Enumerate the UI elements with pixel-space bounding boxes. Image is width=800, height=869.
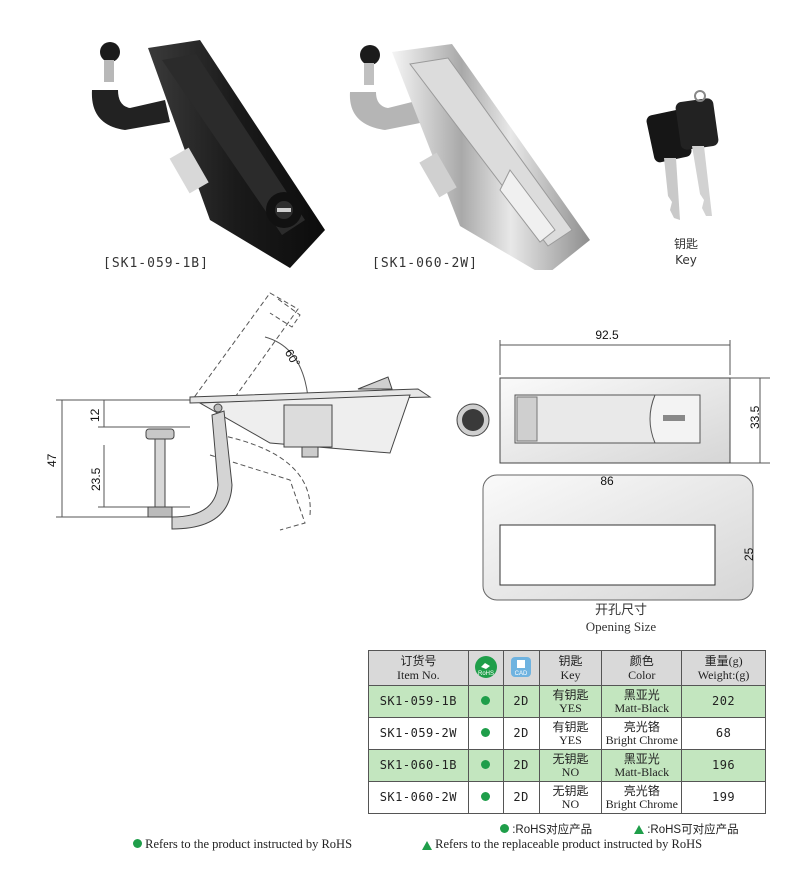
dim-width: 33.5 xyxy=(748,405,762,429)
replaceable-triangle-icon xyxy=(422,840,432,850)
rohs-dot-icon xyxy=(481,696,491,705)
dim-lower: 23.5 xyxy=(89,467,103,491)
chrome-latch-image xyxy=(349,44,590,270)
footer-rohs-note: Refers to the product instructed by RoHS xyxy=(133,837,352,852)
cell-cad: 2D xyxy=(502,717,540,750)
dim-total-height: 47 xyxy=(45,453,59,467)
cell-rohs xyxy=(467,685,504,718)
header-weight: 重量(g) Weight:(g) xyxy=(681,650,766,686)
header-color: 颜色 Color xyxy=(601,650,683,686)
opening-size-en: Opening Size xyxy=(585,619,657,634)
black-latch-image xyxy=(91,40,325,268)
spec-table: 订货号 Item No. RoHS CAD 钥匙 Key 颜色 Color xyxy=(368,650,766,814)
cell-cad: 2D xyxy=(502,685,540,718)
cell-weight: 68 xyxy=(681,717,766,750)
cell-rohs xyxy=(467,781,504,814)
cell-weight: 196 xyxy=(681,749,766,782)
cutout-width: 25 xyxy=(742,547,756,561)
side-view-drawing: 60° 47 12 23.5 xyxy=(45,292,432,531)
header-key: 钥匙 Key xyxy=(538,650,603,686)
legend-rohs: :RoHS对应产品 xyxy=(500,821,592,837)
cell-rohs xyxy=(467,749,504,782)
rohs-dot-icon xyxy=(133,839,142,848)
cell-item: SK1-060-1B xyxy=(368,749,469,782)
header-cad: CAD xyxy=(502,650,540,686)
rohs-dot-icon xyxy=(481,728,491,737)
rohs-dot-icon xyxy=(500,824,509,833)
rohs-dot-icon xyxy=(481,792,491,801)
cell-weight: 202 xyxy=(681,685,766,718)
rohs-dot-icon xyxy=(481,760,491,769)
top-view-drawing: 92.5 33.5 86 25 xyxy=(456,328,770,601)
cutout-length: 86 xyxy=(600,474,614,488)
svg-text:CAD: CAD xyxy=(515,671,528,677)
table-header-row: 订货号 Item No. RoHS CAD 钥匙 Key 颜色 Color xyxy=(368,650,766,686)
cell-cad: 2D xyxy=(502,781,540,814)
svg-text:RoHS: RoHS xyxy=(478,671,494,677)
opening-size-cn: 开孔尺寸 xyxy=(594,603,647,618)
header-item: 订货号 Item No. xyxy=(368,650,469,686)
cad-icon: CAD xyxy=(511,656,532,677)
cell-item: SK1-059-2W xyxy=(368,717,469,750)
cell-weight: 199 xyxy=(681,781,766,814)
footer-replaceable-note: Refers to the replaceable product instru… xyxy=(422,837,702,852)
replaceable-triangle-icon xyxy=(634,825,644,835)
header-rohs: RoHS xyxy=(467,650,504,686)
legend-replaceable: :RoHS可对应产品 xyxy=(634,821,739,837)
dim-top: 12 xyxy=(88,408,102,422)
black-latch-caption: [SK1-059-1B] xyxy=(103,256,209,271)
key-image xyxy=(646,90,719,220)
cell-item: SK1-060-2W xyxy=(368,781,469,814)
cell-cad: 2D xyxy=(502,749,540,782)
cell-item: SK1-059-1B xyxy=(368,685,469,718)
key-caption-cn: 钥匙 xyxy=(673,237,698,251)
cell-rohs xyxy=(467,717,504,750)
rohs-icon: RoHS xyxy=(474,655,497,678)
chrome-latch-caption: [SK1-060-2W] xyxy=(372,256,478,271)
key-caption-en: Key xyxy=(675,253,697,267)
dim-length: 92.5 xyxy=(595,328,619,342)
